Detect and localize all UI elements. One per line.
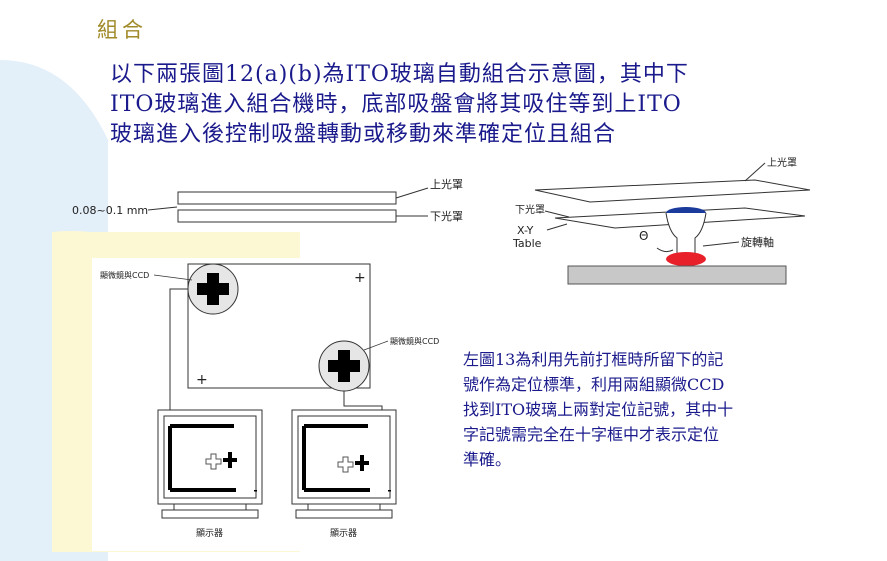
cable-left (169, 288, 188, 410)
upper-glass-plate (177, 191, 397, 205)
suction-cup-bottom (666, 252, 706, 266)
axis-label: 旋轉軸 (741, 235, 774, 249)
upper-mask-pointer (744, 162, 766, 182)
lower-glass-plate (177, 209, 397, 223)
figure-13-description: 左圖13為利用先前打框時所留下的記 號作為定位標準，利用兩組顯微CCD 找到IT… (463, 347, 843, 472)
ccd-label-right: 顯微鏡與CCD (390, 336, 439, 346)
upper-mask-plane (534, 179, 811, 203)
description-line: 號作為定位標準，利用兩組顯微CCD (463, 375, 725, 394)
monitor-label-right: 顯示器 (330, 528, 357, 539)
xy-table-block (567, 265, 787, 285)
gap-pointer (147, 206, 178, 211)
axis-pointer (702, 241, 740, 247)
table-label-xy: X-Y (517, 224, 534, 237)
lower-mask-pointer (544, 210, 570, 218)
corner-plus-top: + (354, 270, 366, 286)
description-line: 左圖13為利用先前打框時所留下的記 (463, 350, 724, 369)
suction-cup-body (665, 212, 707, 255)
figure-13-ccd-setup: + + 顯微鏡與CCD 顯微鏡與CCD 顯示器 顯示器 (92, 258, 457, 551)
intro-line: 以下兩張圖12(a)(b)為ITO玻璃自動組合示意圖，其中下 (110, 62, 689, 87)
intro-paragraph: 以下兩張圖12(a)(b)為ITO玻璃自動組合示意圖，其中下 ITO玻璃進入組合… (110, 60, 810, 150)
monitor-right (291, 409, 397, 519)
lower-mask-label: 下光罩 (515, 203, 545, 216)
monitor-left (157, 409, 263, 519)
table-label-table: Table (512, 237, 542, 250)
corner-plus-bottom: + (196, 372, 208, 388)
intro-line: ITO玻璃進入組合機時，底部吸盤會將其吸住等到上ITO (110, 92, 682, 117)
lower-mask-label: 下光罩 (430, 209, 463, 223)
ccd-pointer-left (153, 274, 193, 281)
figure-12b-stage: 上光罩 下光罩 X-Y Table Θ 旋轉軸 (512, 156, 811, 285)
rotation-arrow (656, 247, 674, 253)
ccd-pointer-right (363, 340, 389, 351)
description-line: 準確。 (463, 450, 512, 469)
table-pointer (546, 223, 568, 231)
intro-line: 玻璃進入後控制吸盤轉動或移動來準確定位且組合 (110, 122, 617, 147)
upper-mask-label: 上光罩 (430, 177, 463, 191)
description-line: 找到ITO玻璃上兩對定位記號，其中十 (463, 400, 734, 419)
upper-mask-label: 上光罩 (767, 156, 797, 169)
gap-label: 0.08~0.1 mm (72, 204, 148, 217)
ccd-label-left: 顯微鏡與CCD (100, 270, 149, 280)
alignment-cross-right-icon (328, 350, 360, 382)
upper-mask-pointer (395, 187, 429, 199)
theta-label: Θ (639, 229, 648, 243)
figure-12a-plates: 0.08~0.1 mm 上光罩 下光罩 (72, 177, 463, 223)
slide-title: 組合 (97, 18, 147, 42)
cable-right (343, 391, 383, 410)
monitor-label-left: 顯示器 (196, 528, 223, 539)
description-line: 字記號需完全在十字框中才表示定位 (463, 425, 720, 444)
alignment-cross-left-icon (197, 273, 229, 305)
